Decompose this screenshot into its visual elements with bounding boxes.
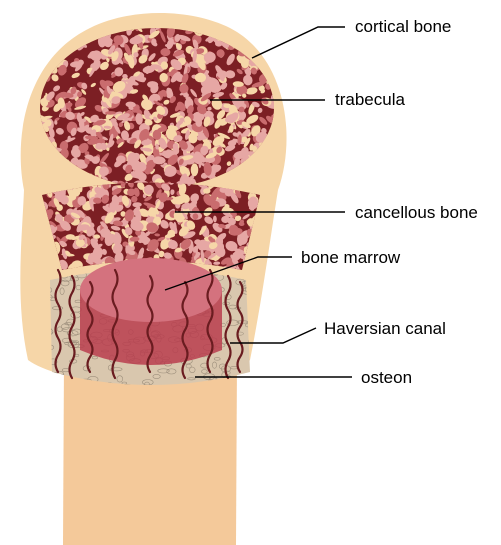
bone-marrow-label: bone marrow xyxy=(301,248,401,267)
trabecula-label: trabecula xyxy=(335,90,405,109)
haversian-canal-label: Haversian canal xyxy=(324,319,446,338)
cortical-bone-label: cortical bone xyxy=(355,17,451,36)
bone-shaft xyxy=(63,360,237,545)
cancellous-bone-label: cancellous bone xyxy=(355,203,478,222)
osteon-label: osteon xyxy=(361,368,412,387)
cortical-bone-leader xyxy=(252,27,345,58)
